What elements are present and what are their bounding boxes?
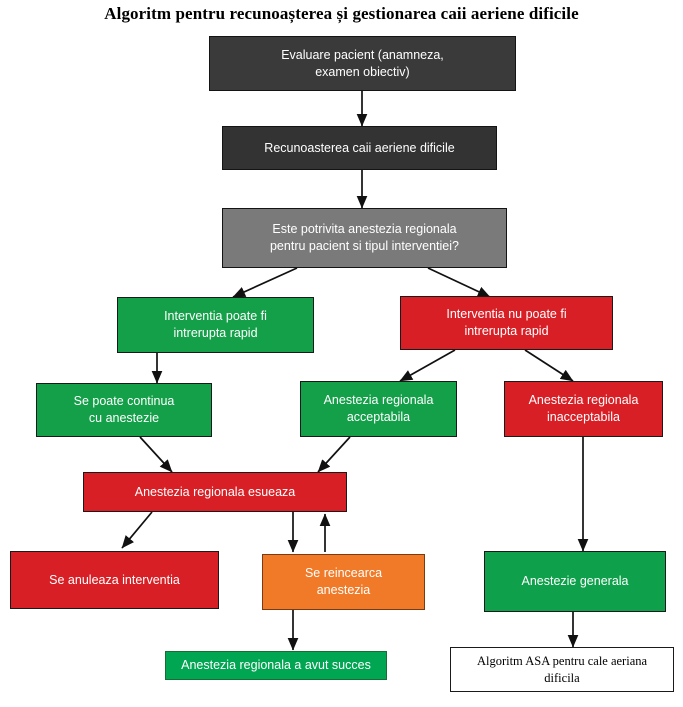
node-evaluare-pacient[interactable]: Evaluare pacient (anamneza, examen obiec… — [209, 36, 516, 91]
page-title: Algoritm pentru recunoașterea și gestion… — [104, 4, 579, 23]
node-interventia-nu-poate-fi-intrerupta[interactable]: Interventia nu poate fi intrerupta rapid — [400, 296, 613, 350]
edge-decizie-nupoate — [427, 267, 491, 298]
node-anestezie-generala[interactable]: Anestezie generala — [484, 551, 666, 612]
node-se-poate-continua-cu-anestezie[interactable]: Se poate continua cu anestezie — [36, 383, 212, 437]
node-recunoasterea-caii[interactable]: Recunoasterea caii aeriene dificile — [222, 126, 497, 170]
node-se-reincearca-anestezia[interactable]: Se reincearca anestezia — [262, 554, 425, 610]
edge-esueaza-anuleaza — [121, 511, 153, 549]
edge-nupoate-inacceptabila — [524, 349, 574, 382]
node-anestezia-regionala-inacceptabila[interactable]: Anestezia regionala inacceptabila — [504, 381, 663, 437]
node-anestezia-regionala-acceptabila[interactable]: Anestezia regionala acceptabila — [300, 381, 457, 437]
node-se-anuleaza-interventia[interactable]: Se anuleaza interventia — [10, 551, 219, 609]
edge-decizie-poate — [232, 267, 298, 298]
edge-acceptabila-esueaza — [317, 436, 351, 473]
edge-nupoate-acceptabila — [399, 349, 456, 382]
edge-continua-esueaza — [139, 436, 173, 473]
node-anestezia-regionala-a-avut-succes[interactable]: Anestezia regionala a avut succes — [165, 651, 387, 680]
node-anestezia-regionala-esueaza[interactable]: Anestezia regionala esueaza — [83, 472, 347, 512]
node-decizie-anestezia-regionala[interactable]: Este potrivita anestezia regionala pentr… — [222, 208, 507, 268]
node-algoritm-asa[interactable]: Algoritm ASA pentru cale aeriana dificil… — [450, 647, 674, 692]
node-interventia-poate-fi-intrerupta[interactable]: Interventia poate fi intrerupta rapid — [117, 297, 314, 353]
